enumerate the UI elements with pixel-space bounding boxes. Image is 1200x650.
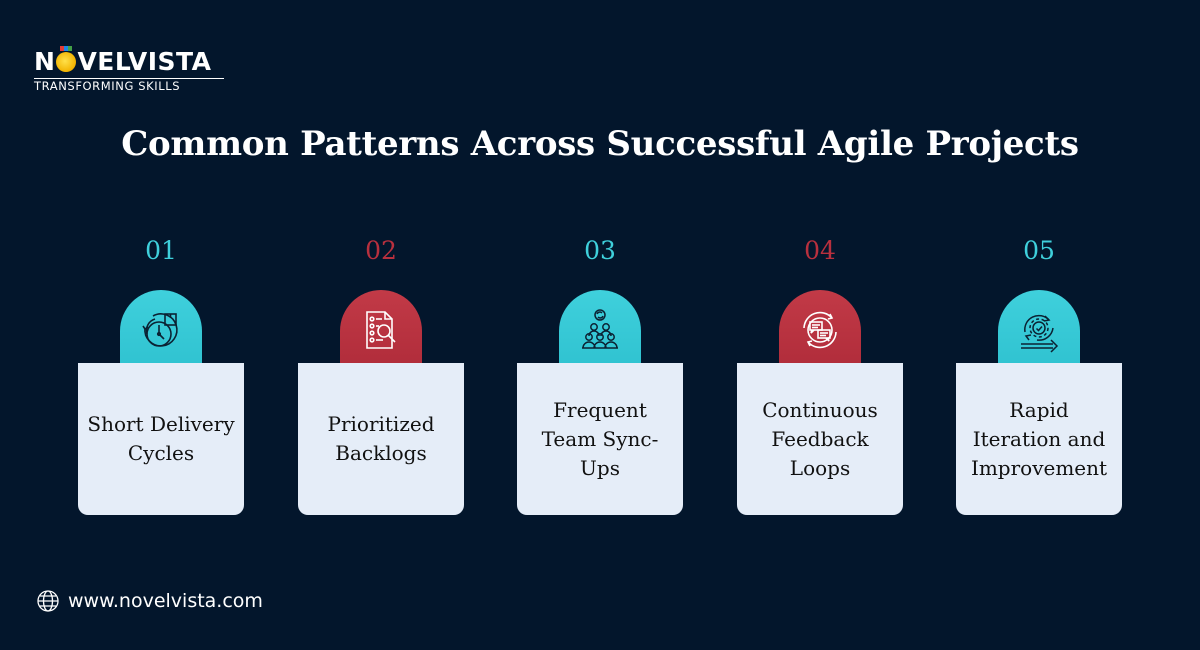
step-number: 03 bbox=[584, 236, 616, 265]
step-number: 02 bbox=[365, 236, 397, 265]
step-number: 01 bbox=[145, 236, 177, 265]
step-label: Rapid Iteration and Improvement bbox=[970, 397, 1108, 480]
page-title: Common Patterns Across Successful Agile … bbox=[121, 124, 1079, 164]
step-label: Continuous Feedback Loops bbox=[762, 397, 878, 480]
feedback-loop-icon bbox=[803, 311, 837, 349]
step-label: Frequent Team Sync-Ups bbox=[541, 397, 659, 480]
logo-divider bbox=[34, 78, 224, 79]
clock-cycle-icon bbox=[142, 313, 178, 347]
icon-tab bbox=[998, 290, 1080, 370]
step-5: 05 Rapid Iteration and Improvement bbox=[956, 236, 1122, 516]
steps-row: 01 Short Delivery Cycles 02 bbox=[78, 236, 1128, 526]
step-card: Short Delivery Cycles bbox=[78, 363, 244, 515]
icon-tab bbox=[559, 290, 641, 370]
step-card: Prioritized Backlogs bbox=[298, 363, 464, 515]
sun-icon bbox=[56, 46, 77, 72]
step-card: Frequent Team Sync-Ups bbox=[517, 363, 683, 515]
step-card: Continuous Feedback Loops bbox=[737, 363, 903, 515]
step-2: 02 Prioritized Backlogs bbox=[298, 236, 464, 516]
icon-tab bbox=[340, 290, 422, 370]
step-3: 03 Frequent Team Sync-Ups bbox=[517, 236, 683, 516]
step-label: Prioritized Backlogs bbox=[327, 412, 435, 465]
footer: www.novelvista.com bbox=[36, 589, 263, 613]
logo-letter-n: N bbox=[34, 47, 56, 76]
step-card: Rapid Iteration and Improvement bbox=[956, 363, 1122, 515]
logo-wordmark: N VELVISTA bbox=[34, 46, 224, 76]
step-4: 04 Continuous Feedback Loops bbox=[737, 236, 903, 516]
step-number: 04 bbox=[804, 236, 836, 265]
icon-tab bbox=[120, 290, 202, 370]
globe-icon bbox=[37, 590, 59, 612]
brand-logo: N VELVISTA TRANSFORMING SKILLS bbox=[34, 46, 224, 93]
step-number: 05 bbox=[1023, 236, 1055, 265]
website-link[interactable]: www.novelvista.com bbox=[68, 590, 263, 612]
team-sync-icon bbox=[582, 309, 618, 349]
gear-iteration-icon bbox=[1021, 314, 1059, 353]
logo-letters: VELVISTA bbox=[77, 47, 212, 76]
step-label: Short Delivery Cycles bbox=[87, 412, 235, 465]
document-search-icon bbox=[366, 311, 396, 349]
icon-tab bbox=[779, 290, 861, 370]
logo-tagline: TRANSFORMING SKILLS bbox=[34, 79, 181, 93]
step-1: 01 Short Delivery Cycles bbox=[78, 236, 244, 516]
